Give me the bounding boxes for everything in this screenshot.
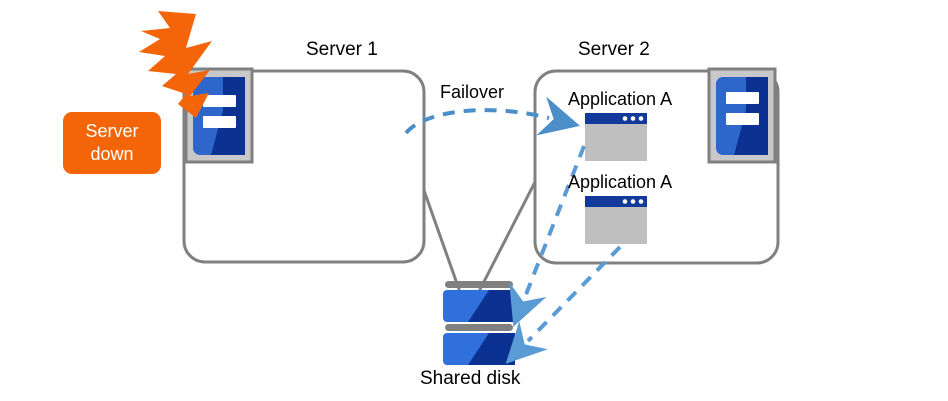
failover-label: Failover: [440, 82, 505, 102]
server-down-badge: Server down: [63, 112, 161, 174]
server1-to-disk-connector: [419, 181, 468, 310]
server1-title: Server 1: [306, 39, 378, 60]
app1-to-disk-arrow: [509, 145, 586, 327]
application-window-icon-2: [585, 196, 647, 244]
server2-server-icon: [707, 67, 777, 164]
server2-to-disk-connector: [468, 181, 537, 310]
shared-disk-icon: [443, 281, 515, 365]
server2-title: Server 2: [578, 39, 650, 60]
app2-to-disk-arrow: [505, 245, 622, 364]
explosion-burst-icon: [139, 11, 212, 118]
failover-arrow: [404, 96, 581, 136]
application-label-2: Application A: [568, 172, 673, 192]
application-label-1: Application A: [568, 89, 673, 109]
server-down-line1: Server: [85, 121, 139, 141]
application-window-icon-1: [585, 113, 647, 161]
server-down-line2: down: [90, 144, 134, 164]
shared-disk-label: Shared disk: [420, 368, 521, 389]
